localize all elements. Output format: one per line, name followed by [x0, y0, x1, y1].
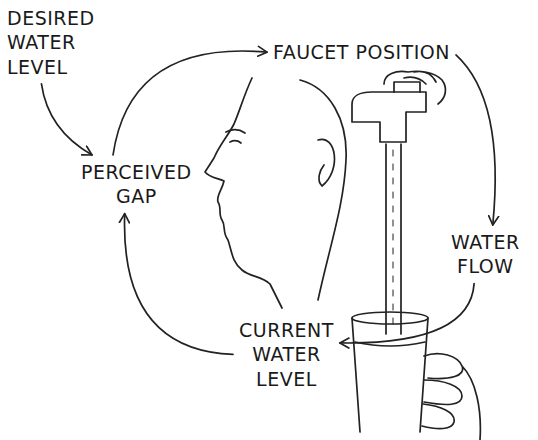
eyebrow — [226, 130, 245, 133]
glass-rim — [352, 312, 428, 324]
action-label: FAUCET POSITION — [270, 38, 453, 66]
hand-on-faucet — [384, 71, 445, 104]
ear — [318, 139, 334, 186]
node-text: FAUCET POSITION — [273, 40, 450, 64]
eye — [230, 141, 241, 143]
feedback-arrow — [41, 84, 92, 155]
faucet — [352, 92, 426, 142]
node-text: DESIRED WATER LEVEL — [7, 6, 95, 79]
goal-label: DESIRED WATER LEVEL — [4, 4, 98, 81]
comparison-label: PERCEIVED GAP — [78, 158, 195, 211]
hand-holding-glass — [422, 354, 480, 440]
feedback-arrow — [456, 55, 495, 225]
back-of-head — [300, 80, 346, 300]
feedback-arrow — [340, 284, 474, 343]
node-text: WATER FLOW — [451, 230, 520, 279]
faucet-handle — [394, 82, 420, 92]
state-label: CURRENT WATER LEVEL — [236, 316, 337, 393]
glass-body — [352, 318, 428, 432]
node-text: PERCEIVED GAP — [81, 160, 192, 209]
node-text: CURRENT WATER LEVEL — [239, 318, 334, 391]
feedback-arrow — [125, 214, 233, 355]
feedback-arrow — [113, 51, 267, 155]
water-stream — [386, 144, 401, 334]
water-stream-center — [393, 150, 394, 330]
face-profile — [205, 78, 282, 308]
flow-label: WATER FLOW — [448, 228, 523, 281]
